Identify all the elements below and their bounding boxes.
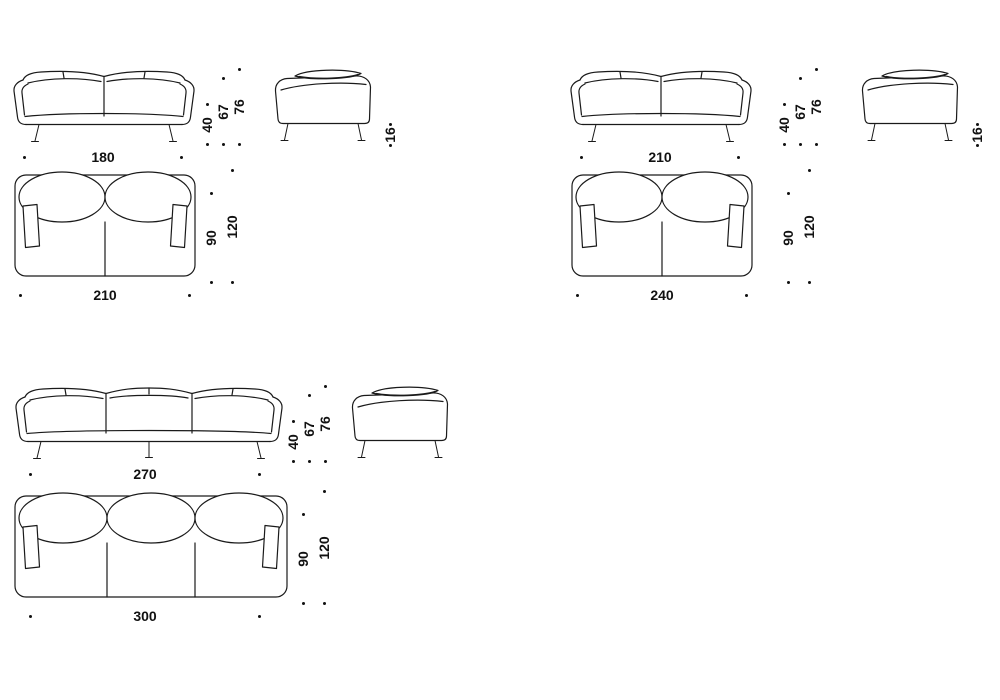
seat-height-dimension: 40 bbox=[199, 103, 215, 146]
sofa-side-outline bbox=[861, 69, 959, 141]
plan-width-dimension: 300 bbox=[29, 608, 261, 624]
seat-depth-label: 90 bbox=[203, 230, 219, 246]
plan-width-label: 240 bbox=[650, 287, 674, 303]
seat-depth-label: 90 bbox=[780, 230, 796, 246]
seat-depth-dimension: 90 bbox=[203, 192, 219, 284]
plan-width-label: 300 bbox=[133, 608, 157, 624]
total-depth-label: 120 bbox=[316, 535, 332, 560]
total-depth-label: 120 bbox=[224, 214, 240, 239]
front-width-label: 210 bbox=[648, 149, 672, 165]
front-width-dimension: 270 bbox=[29, 466, 261, 482]
sofa-plan-outline bbox=[14, 492, 288, 598]
plan-width-dimension: 240 bbox=[576, 287, 748, 303]
sofa-side-view bbox=[274, 69, 372, 141]
sofa-plan-view-2seat bbox=[14, 171, 196, 277]
total-depth-dimension: 120 bbox=[316, 490, 332, 605]
sofa-plan-view-2seat bbox=[571, 171, 753, 277]
seat-height-label: 40 bbox=[285, 433, 301, 450]
back-height-label: 76 bbox=[808, 99, 824, 115]
leg-height-label: 16 bbox=[969, 127, 985, 143]
arm-height-label: 67 bbox=[792, 103, 808, 120]
arm-height-dimension: 67 bbox=[792, 77, 808, 146]
seat-height-dimension: 40 bbox=[776, 103, 792, 146]
sofa-front-outline bbox=[15, 387, 283, 459]
back-height-label: 76 bbox=[231, 99, 247, 115]
arm-height-dimension: 67 bbox=[301, 394, 317, 463]
arm-height-dimension: 67 bbox=[215, 77, 231, 146]
plan-width-label: 210 bbox=[93, 287, 117, 303]
total-depth-dimension: 120 bbox=[224, 169, 240, 284]
sofa-side-view bbox=[351, 386, 449, 458]
sofa-side-outline bbox=[351, 386, 449, 458]
sofa-front-view-2seat bbox=[13, 70, 195, 142]
seat-height-label: 40 bbox=[776, 116, 792, 133]
sofa-front-view-3seat bbox=[15, 387, 283, 459]
front-width-dimension: 180 bbox=[23, 149, 183, 165]
sofa-side-outline bbox=[274, 69, 372, 141]
sofa-plan-view-3seat bbox=[14, 492, 288, 598]
sofa-front-outline bbox=[13, 70, 195, 142]
total-depth-dimension: 120 bbox=[801, 169, 817, 284]
total-depth-label: 120 bbox=[801, 214, 817, 239]
sofa-plan-outline bbox=[14, 171, 196, 277]
back-height-dimension: 76 bbox=[231, 68, 247, 146]
sofa-side-view bbox=[861, 69, 959, 141]
leg-height-label: 16 bbox=[382, 127, 398, 143]
sofa-plan-outline bbox=[571, 171, 753, 277]
arm-height-label: 67 bbox=[215, 103, 231, 120]
leg-height-dimension: 16 bbox=[382, 123, 398, 147]
leg-height-dimension: 16 bbox=[969, 123, 985, 147]
sofa-front-view-2seat bbox=[570, 70, 752, 142]
plan-width-dimension: 210 bbox=[19, 287, 191, 303]
front-width-label: 180 bbox=[91, 149, 115, 165]
seat-depth-dimension: 90 bbox=[780, 192, 796, 284]
arm-height-label: 67 bbox=[301, 420, 317, 437]
seat-depth-label: 90 bbox=[295, 551, 311, 567]
seat-depth-dimension: 90 bbox=[295, 513, 311, 605]
back-height-dimension: 76 bbox=[317, 385, 333, 463]
front-width-dimension: 210 bbox=[580, 149, 740, 165]
back-height-label: 76 bbox=[317, 416, 333, 432]
sofa-front-outline bbox=[570, 70, 752, 142]
front-width-label: 270 bbox=[133, 466, 157, 482]
back-height-dimension: 76 bbox=[808, 68, 824, 146]
seat-height-dimension: 40 bbox=[285, 420, 301, 463]
seat-height-label: 40 bbox=[199, 116, 215, 133]
